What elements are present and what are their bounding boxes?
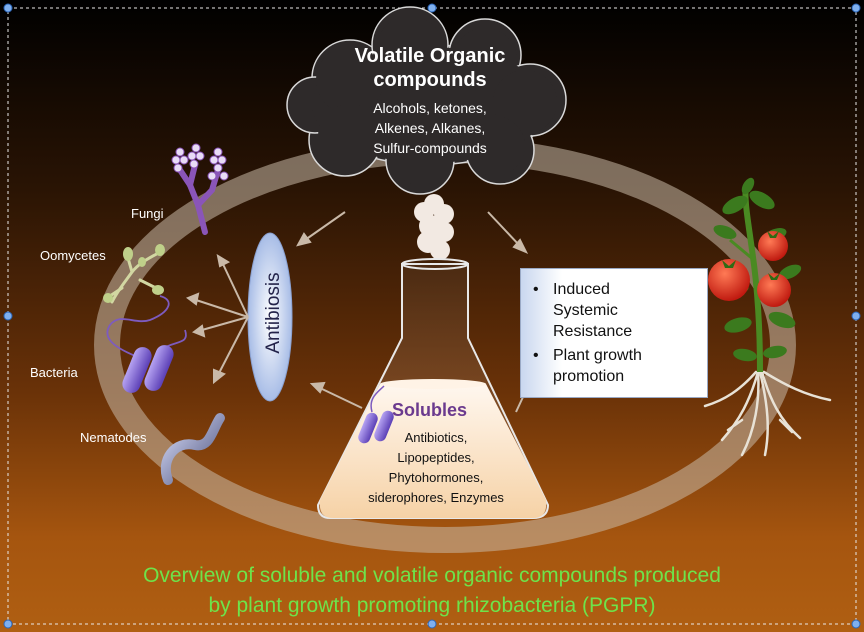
solubles-item: Antibiotics, [404, 430, 468, 445]
handle-top-left[interactable] [3, 3, 13, 13]
volatiles-title: Volatile Organic compounds [330, 44, 530, 92]
effect-line: promotion [553, 368, 625, 385]
handle-bottom-left[interactable] [3, 619, 13, 629]
solubles-title: Solubles [392, 400, 468, 420]
handle-bottom-right[interactable] [851, 619, 861, 629]
plant-effect-item: • Plant growth promotion [531, 345, 701, 387]
effect-line: Resistance [553, 323, 633, 340]
figure-caption: Overview of soluble and volatile organic… [60, 561, 804, 621]
effect-line: Systemic [553, 302, 618, 319]
solubles-item: Lipopeptides, [397, 450, 475, 465]
vapor-icon [414, 194, 454, 260]
fungi-label: Fungi [131, 206, 164, 221]
effect-line: Induced [553, 281, 610, 298]
bacteria-icon [122, 345, 174, 393]
plant-effect-item: • Induced Systemic Resistance [531, 279, 701, 342]
volatiles-title-line2: compounds [373, 69, 487, 91]
bullet-icon: • [533, 281, 539, 298]
solubles-item: Phytohormones, [388, 470, 484, 485]
caption-line1: Overview of soluble and volatile organic… [143, 564, 721, 587]
effect-line: Plant growth [553, 347, 642, 364]
oomycetes-label: Oomycetes [40, 248, 106, 263]
cloud-fill [312, 16, 557, 185]
tomato-plant-icon [703, 177, 832, 457]
solubles-item: siderophores, Enzymes [368, 490, 504, 505]
flask-bacteria-icon [358, 385, 394, 444]
volatiles-title-line1: Volatile Organic [354, 45, 506, 67]
volatiles-list: Alcohols, ketones, Alkenes, Alkanes, Sul… [330, 98, 530, 158]
bullet-icon: • [533, 347, 539, 364]
volatiles-item: Alcohols, ketones, [373, 100, 487, 116]
plant-effects-box: • Induced Systemic Resistance • Plant gr… [520, 268, 708, 398]
volatiles-item: Sulfur-compounds [373, 140, 487, 156]
handle-right[interactable] [851, 311, 861, 321]
selection-frame [3, 3, 861, 629]
oomycetes-sporangia-icon [103, 244, 165, 303]
caption-line2: by plant growth promoting rhizobacteria … [208, 594, 656, 617]
handle-top-right[interactable] [851, 3, 861, 13]
nematode-icon [160, 413, 225, 485]
volatiles-item: Alkenes, Alkanes, [374, 120, 486, 136]
antibiosis-arrows [185, 253, 249, 385]
bacteria-label: Bacteria [30, 365, 78, 380]
nematodes-label: Nematodes [80, 430, 147, 445]
plant-effects-list: • Induced Systemic Resistance • Plant gr… [521, 269, 707, 387]
fungi-spores-icon [171, 143, 229, 181]
tomato-fruit-icon [708, 231, 791, 307]
handle-left[interactable] [3, 311, 13, 321]
handle-top[interactable] [427, 3, 437, 13]
antibiosis-label: Antibiosis [263, 272, 284, 354]
handle-bottom[interactable] [427, 619, 437, 629]
solubles-list: Antibiotics, Lipopeptides, Phytohormones… [336, 428, 536, 508]
